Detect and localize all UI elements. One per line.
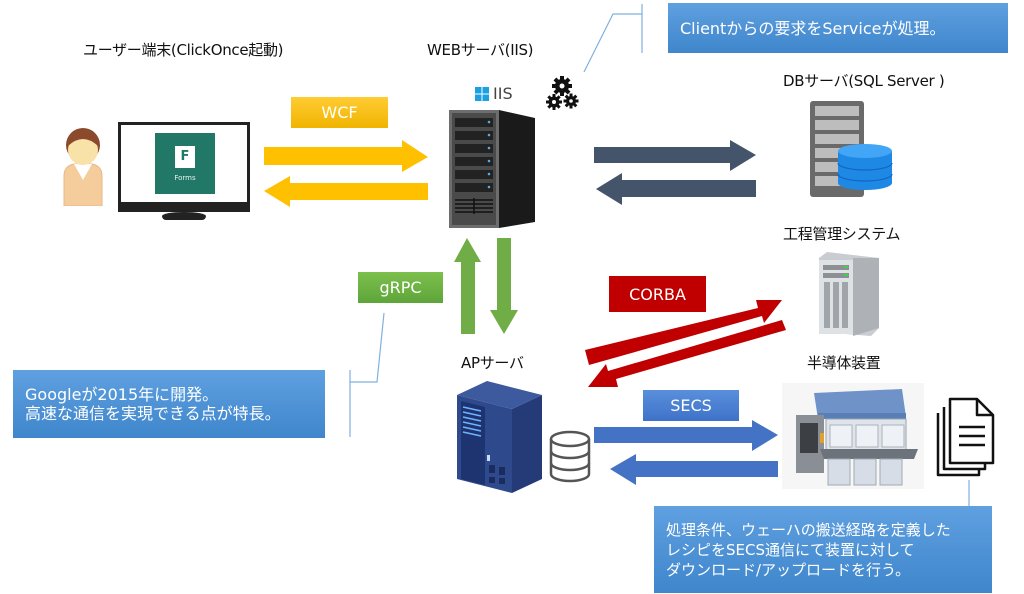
recipe-callout: 処理条件、ウェーハの搬送経路を定義した レシピをSECS通信にて装置に対して ダ…	[654, 506, 992, 593]
user-terminal-label: ユーザー端末(ClickOnce起動)	[83, 41, 284, 59]
secs-arrow-to-equipment	[594, 420, 778, 451]
grpc-callout-leader	[350, 312, 385, 383]
service-callout-text: Clientからの要求をServiceが処理。	[680, 18, 946, 38]
recipe-callout-line1: 処理条件、ウェーハの搬送経路を定義した	[666, 520, 951, 539]
grpc-arrow-up	[454, 238, 481, 334]
db-arrow-to-web	[596, 173, 756, 205]
iis-badge-label: IIS	[493, 84, 513, 103]
corba-arrow-to-mgmt	[585, 300, 782, 365]
monitor-stand	[162, 212, 206, 220]
grpc-callout-line1: Googleが2015年に開発。	[25, 385, 219, 404]
process-mgmt-server-icon	[819, 252, 879, 336]
service-callout-leader	[583, 13, 642, 73]
service-callout: Clientからの要求をServiceが処理。	[668, 3, 1008, 53]
forms-app-tile[interactable]: F Forms	[155, 133, 215, 194]
grpc-callout-line2: 高速な通信を実現できる点が特長。	[25, 404, 281, 423]
secs-tag: SECS	[643, 390, 739, 421]
user-person-icon	[63, 128, 103, 206]
monitor-icon: F Forms	[118, 122, 250, 212]
corba-tag: CORBA	[609, 276, 706, 312]
monitor-bezel	[121, 202, 247, 209]
semiconductor-equipment-icon	[796, 389, 918, 486]
web-server-icon	[449, 110, 535, 228]
secs-arrow-to-ap	[610, 454, 778, 485]
documents-icon	[936, 397, 995, 477]
gears-icon	[546, 76, 579, 110]
wcf-tag: WCF	[291, 97, 388, 128]
wcf-arrow-to-web	[264, 140, 428, 172]
grpc-tag: gRPC	[358, 272, 443, 303]
equipment-label: 半導体装置	[807, 354, 881, 372]
web-server-label: WEBサーバ(IIS)	[427, 41, 534, 59]
process-mgmt-label: 工程管理システム	[783, 225, 901, 243]
database-icon	[549, 430, 591, 483]
ap-server-label: APサーバ	[461, 354, 524, 372]
ap-server-icon	[457, 381, 542, 493]
recipe-callout-line2: レシピをSECS通信にて装置に対して	[666, 540, 915, 559]
corba-arrow-to-ap	[588, 320, 786, 387]
grpc-arrow-down	[490, 238, 518, 334]
windows-logo-icon	[475, 86, 489, 101]
recipe-callout-line3: ダウンロード/アップロードを行う。	[666, 560, 911, 579]
db-server-label: DBサーバ(SQL Server )	[783, 72, 945, 90]
db-server-icon	[810, 101, 893, 197]
forms-app-label: Forms	[174, 173, 196, 182]
grpc-callout: Googleが2015年に開発。 高速な通信を実現できる点が特長。	[13, 370, 325, 438]
forms-logo-icon: F	[175, 145, 195, 168]
wcf-arrow-to-client	[264, 176, 428, 207]
iis-badge: IIS	[475, 84, 513, 103]
db-arrow-to-db	[594, 140, 756, 171]
